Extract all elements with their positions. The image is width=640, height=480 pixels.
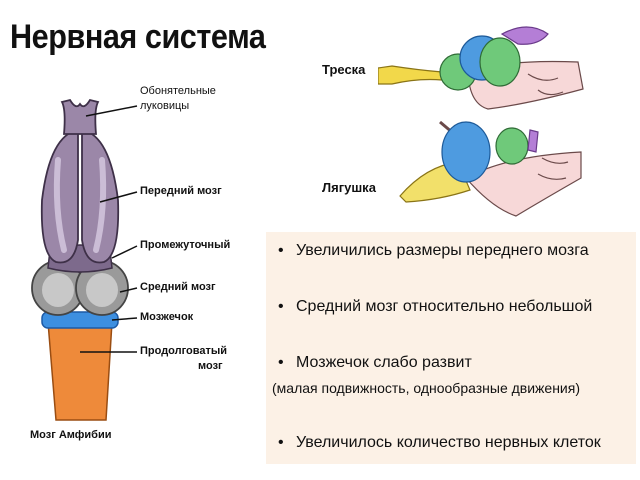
bullet-icon: • bbox=[278, 242, 284, 259]
cod-cerebellum-shape bbox=[500, 26, 549, 45]
frog-forebrain-shape bbox=[441, 121, 491, 183]
cod-brain-illustration bbox=[378, 26, 584, 110]
bullet-icon: • bbox=[278, 298, 284, 315]
frog-cerebellum-shape bbox=[527, 129, 539, 153]
fact-item: •Увеличилось количество нервных клеток bbox=[278, 434, 601, 451]
diencephalon-label: Промежуточный bbox=[140, 239, 231, 251]
cod-optic-lobe-shape bbox=[479, 37, 521, 87]
fact-note: (малая подвижность, однообразные движени… bbox=[272, 380, 580, 396]
amphibian-brain-illustration bbox=[31, 98, 129, 421]
frog-midbrain-shape bbox=[495, 127, 529, 165]
amphibian-brain-caption: Мозг Амфибии bbox=[30, 429, 112, 441]
olfactory-bulbs-label: Обонятельные луковицы bbox=[140, 85, 216, 112]
forebrain-label: Передний мозг bbox=[140, 185, 222, 197]
midbrain-label: Средний мозг bbox=[140, 281, 216, 293]
bullet-icon: • bbox=[278, 434, 284, 451]
label-pointers bbox=[80, 105, 138, 353]
facts-panel: •Увеличились размеры переднего мозга •Ср… bbox=[266, 232, 636, 464]
page-title: Нервная система bbox=[10, 18, 266, 56]
bullet-icon: • bbox=[278, 354, 284, 371]
cod-label: Треска bbox=[322, 62, 366, 77]
medulla-label: Продолговатый мозг bbox=[140, 345, 228, 372]
fact-item: •Мозжечок слабо развит bbox=[278, 354, 472, 371]
cerebellum-label: Мозжечок bbox=[140, 311, 194, 323]
olfactory-bulbs-shape bbox=[60, 98, 100, 135]
fact-item: •Увеличились размеры переднего мозга bbox=[278, 242, 589, 259]
frog-label: Лягушка bbox=[322, 180, 376, 195]
frog-brain-illustration bbox=[399, 120, 582, 217]
fact-item: •Средний мозг относительно небольшой bbox=[278, 298, 593, 315]
